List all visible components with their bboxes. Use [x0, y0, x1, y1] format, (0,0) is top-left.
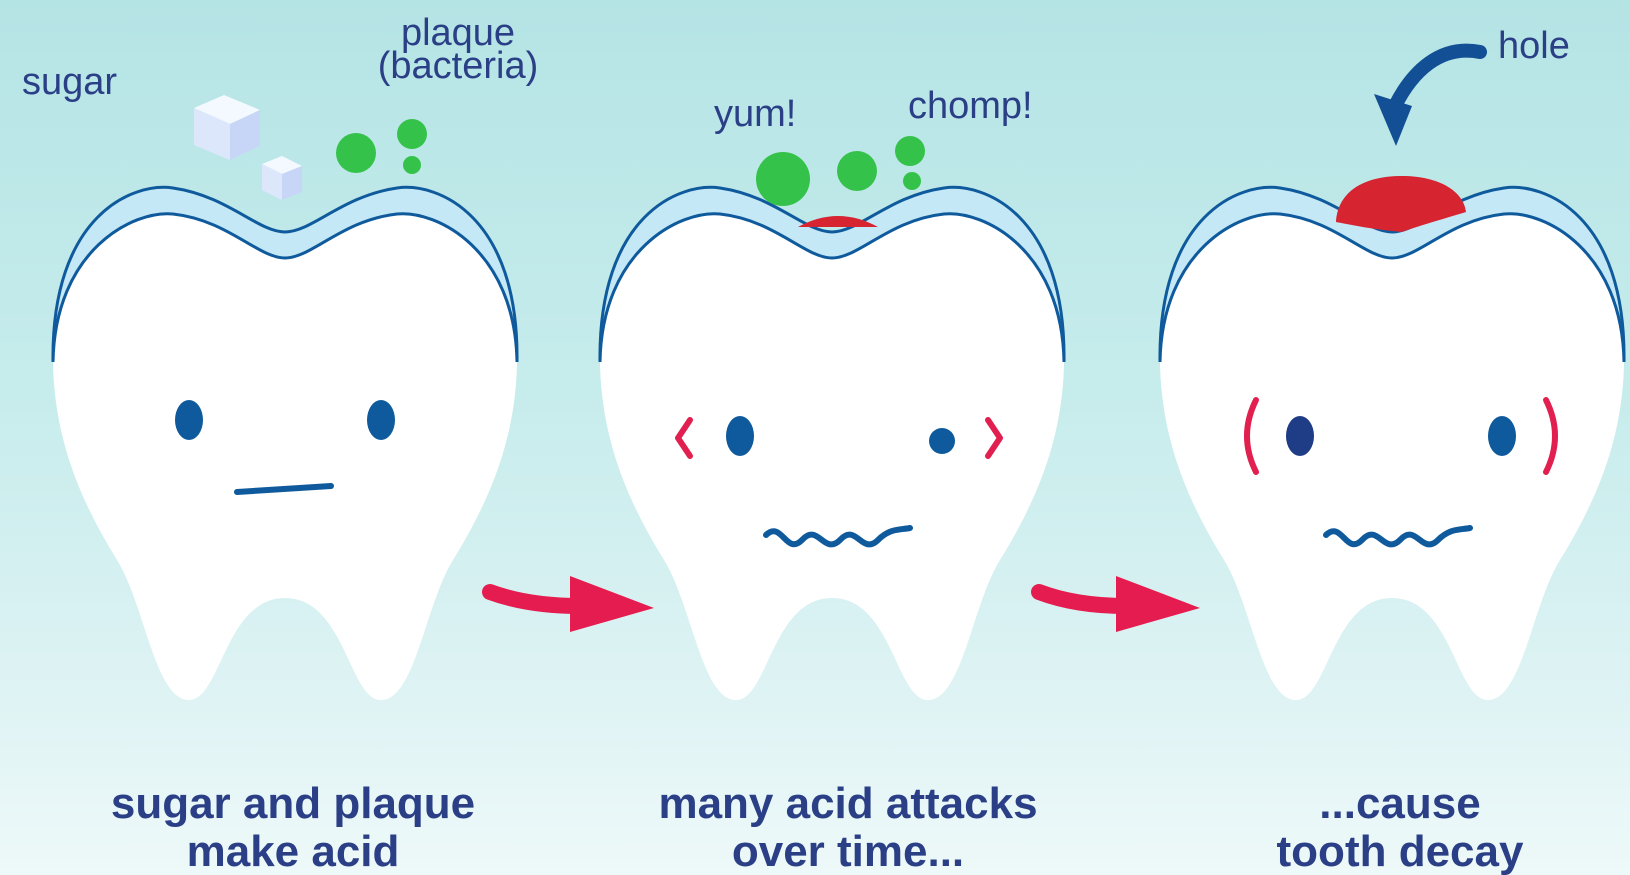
- arrow-right-icon: [1039, 576, 1200, 632]
- acid-damage-spot: [798, 216, 878, 227]
- tooth-1-left-eye: [175, 400, 203, 440]
- bacteria-dot-icon: [397, 119, 427, 149]
- caption-3-line-2: tooth decay: [1277, 827, 1524, 875]
- tooth-3-left-eye: [1286, 416, 1314, 456]
- caption-2-line-2: over time...: [732, 827, 964, 875]
- tooth-3-right-eye: [1488, 416, 1516, 456]
- tooth-1-right-eye: [367, 400, 395, 440]
- bacteria-dot-icon: [837, 151, 877, 191]
- caption-2-line-1: many acid attacks: [658, 779, 1037, 828]
- bacteria-dot-icon: [403, 156, 421, 174]
- label-hole: hole: [1498, 25, 1570, 67]
- label-bacteria: (bacteria): [378, 45, 539, 87]
- label-yum: yum!: [714, 93, 796, 135]
- tooth-2-right-eye: [929, 428, 955, 454]
- bacteria-dot-icon: [756, 152, 810, 206]
- tooth-2-left-eye: [726, 416, 754, 456]
- curved-arrow-down-icon: [1374, 51, 1480, 146]
- sugar-cube-small-icon: [262, 156, 302, 200]
- bacteria-dot-icon: [895, 136, 925, 166]
- caption-3-line-1: ...cause: [1319, 779, 1480, 828]
- bacteria-dot-icon: [336, 133, 376, 173]
- stage-3-tooth: [1160, 176, 1624, 700]
- sugar-cube-large-icon: [194, 95, 260, 160]
- label-sugar: sugar: [22, 61, 117, 103]
- caption-1-line-2: make acid: [187, 827, 400, 875]
- bacteria-dot-icon: [903, 172, 921, 190]
- caption-1-line-1: sugar and plaque: [111, 779, 475, 828]
- label-chomp: chomp!: [908, 85, 1033, 127]
- arrow-right-icon: [490, 576, 654, 632]
- stage-2-tooth: [600, 187, 1064, 700]
- stage-1-tooth: [53, 187, 517, 700]
